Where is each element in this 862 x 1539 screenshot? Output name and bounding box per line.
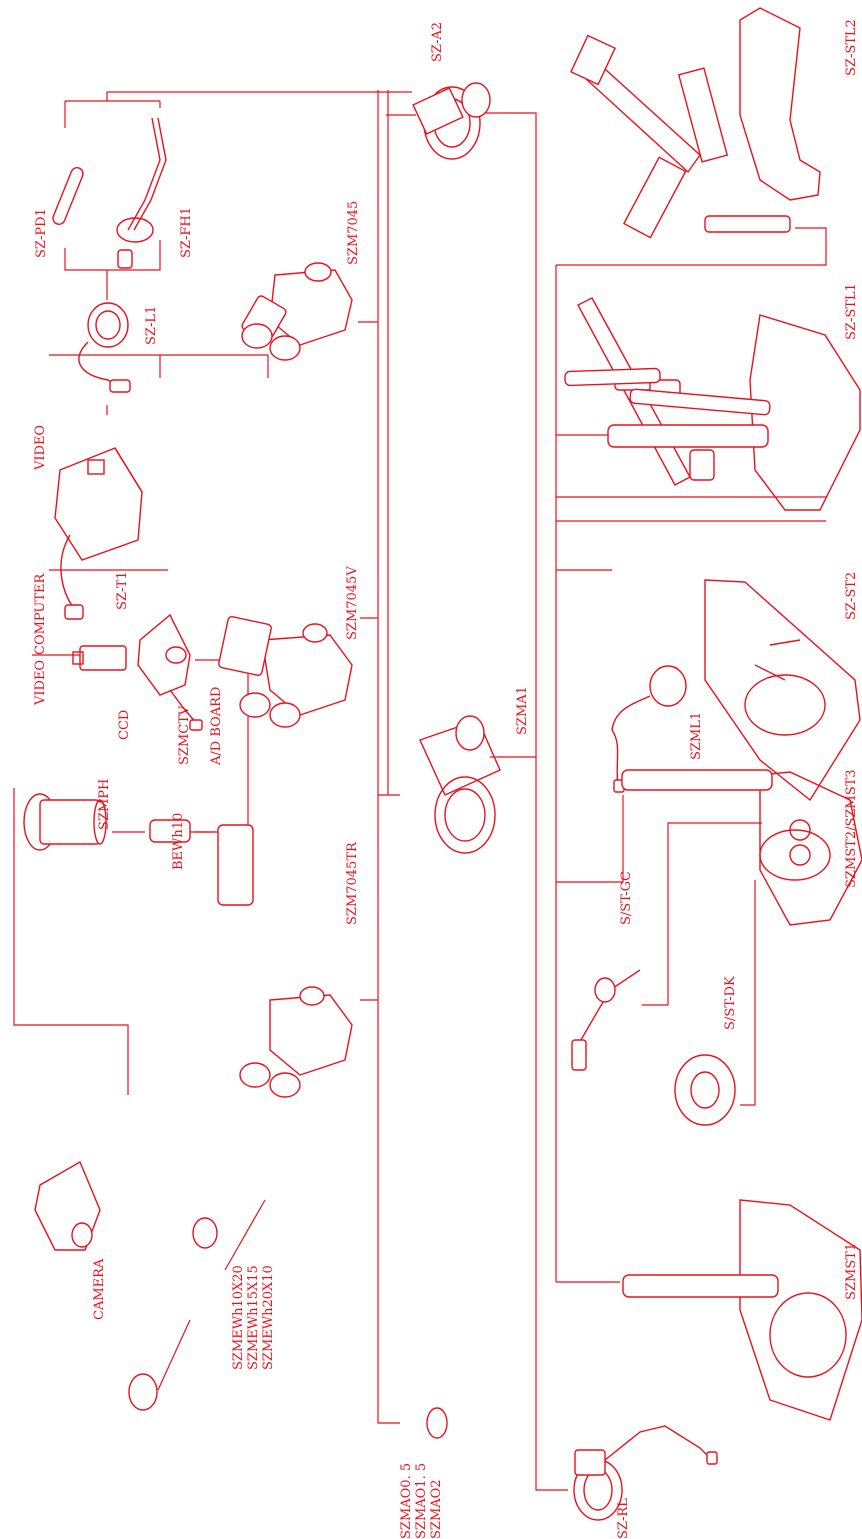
ad-board-part <box>138 615 202 730</box>
label-szma1: SZMA1 <box>515 686 530 735</box>
szmctv-adapter-part <box>166 647 186 663</box>
aux-lens-part <box>427 1408 447 1438</box>
label-aux-lens-3: SZMAO2 <box>429 1479 444 1539</box>
label-eyepiece-3: SZMEWh20X10 <box>261 1265 276 1370</box>
label-sz-a2: SZ-A2 <box>430 22 445 62</box>
eyepiece-set-part <box>129 1218 217 1410</box>
label-ccd: CCD <box>117 710 132 740</box>
label-szm7045v: SZM7045V <box>345 566 360 640</box>
label-sz-stl1: SZ-STL1 <box>844 283 859 340</box>
label-bewh10: BEWh10 <box>171 813 186 870</box>
ccd-camera-part <box>73 646 126 670</box>
label-szmst2-szmst3: SZMST2/SZMST3 <box>844 769 859 888</box>
label-szmph: SZMPH <box>97 779 112 830</box>
label-aux-lens-1: SZMAO0. 5 <box>399 1463 414 1539</box>
label-sz-fh1: SZ-FH1 <box>179 207 194 258</box>
sz-rl-ringlight-part <box>574 1426 717 1520</box>
s-st-dk-disc-part <box>675 1055 735 1125</box>
label-sz-pd1: SZ-PD1 <box>34 208 49 258</box>
label-aux-lens-2: SZMAO1. 5 <box>414 1463 429 1539</box>
label-eyepiece-2: SZMEWh15X15 <box>246 1265 261 1370</box>
label-szmst1: SZMST1 <box>844 1243 859 1300</box>
szmst2-stand-part <box>622 770 862 925</box>
label-szm7045tr: SZM7045TR <box>345 841 360 925</box>
label-szmctv: SZMCTV <box>177 705 192 765</box>
label-s-st-gc: S/ST-GC <box>619 871 634 925</box>
label-eyepiece-1: SZMEWh10X20 <box>231 1265 246 1370</box>
sz-pd1-part <box>51 166 85 226</box>
s-st-gc-clip-part <box>572 970 640 1070</box>
label-szm7045: SZM7045 <box>346 201 361 265</box>
sz-stl1-stand-part <box>565 298 860 510</box>
sz-l1-part <box>79 303 130 392</box>
sz-fh1-part <box>117 118 166 268</box>
label-sz-stl2: SZ-STL2 <box>844 19 859 76</box>
label-sz-t1: SZ-T1 <box>115 571 130 610</box>
szm7045v-microscope-part <box>218 616 352 727</box>
szmph-adapter-part <box>24 794 106 850</box>
sz-st2-stand-part <box>608 425 860 800</box>
label-s-st-dk: S/ST-DK <box>723 976 738 1030</box>
label-sz-l1: SZ-L1 <box>144 306 159 345</box>
szm7045tr-microscope-part <box>218 825 352 1097</box>
label-camera: CAMERA <box>92 1258 107 1320</box>
szma1-holder-part <box>420 716 500 853</box>
label-sz-st2: SZ-ST2 <box>844 572 859 620</box>
szm7045-microscope-part <box>241 263 352 360</box>
sz-stl2-stand-part <box>571 8 820 238</box>
label-szml1: SZML1 <box>689 712 704 760</box>
label-ad-board: A/D BOARD <box>209 687 224 766</box>
label-computer: COMPUTER <box>33 572 48 655</box>
szmst1-stand-part <box>623 1200 862 1420</box>
camera-body-part <box>35 1162 100 1250</box>
label-sz-rl: SZ-RL <box>616 1498 631 1539</box>
label-video-top: VIDEO <box>33 425 48 471</box>
label-video-bottom: VIDEO <box>33 660 48 706</box>
sz-a2-holder-part <box>413 83 490 159</box>
